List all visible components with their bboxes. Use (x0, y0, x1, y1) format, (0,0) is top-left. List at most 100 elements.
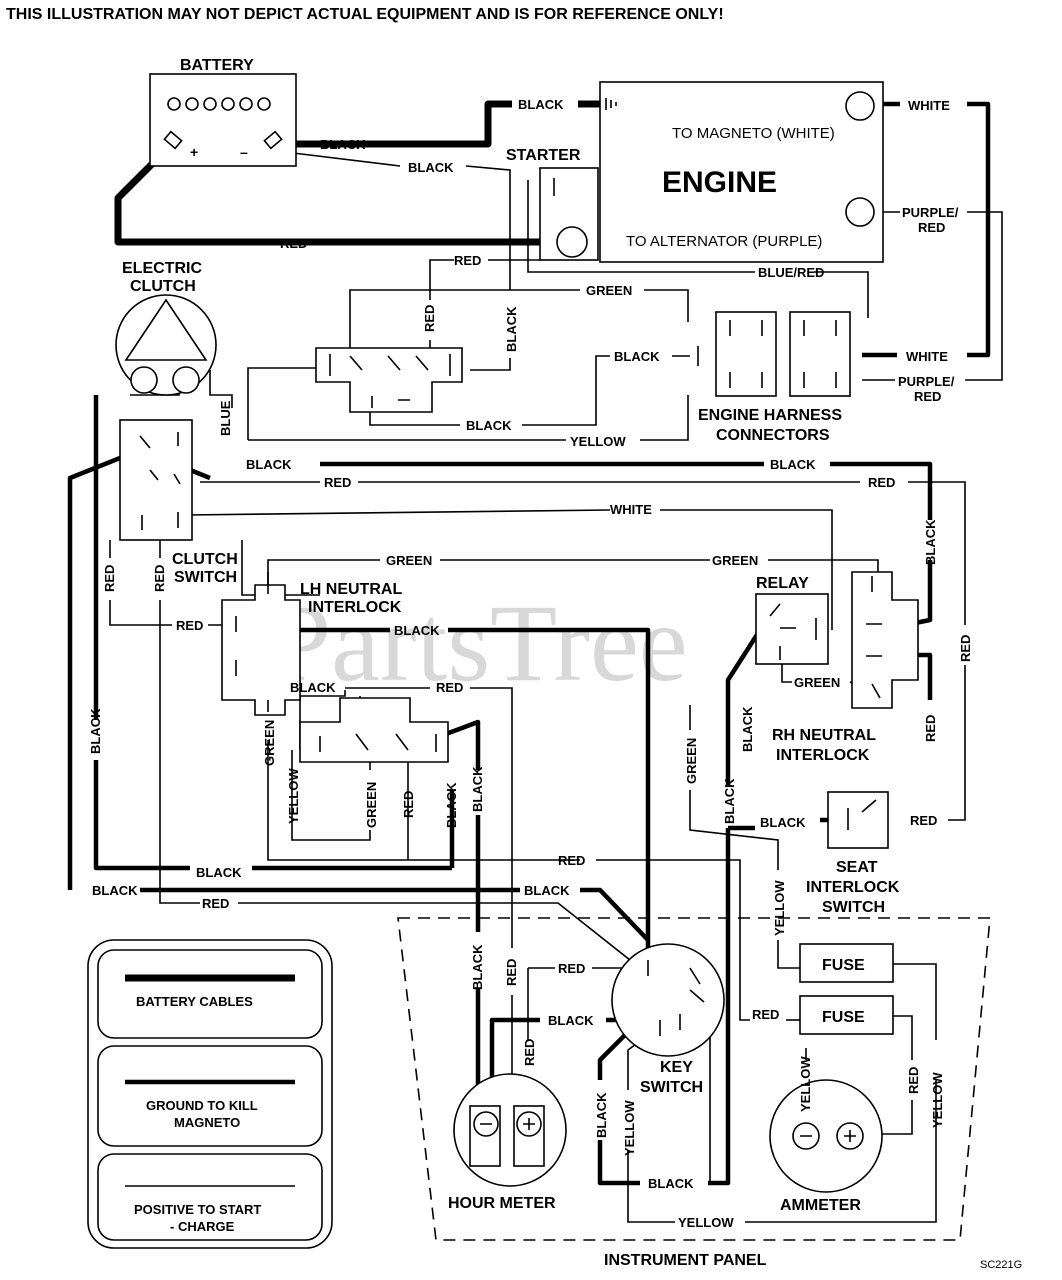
wire-label: BLACK (740, 706, 755, 752)
wire-label: BLACK (594, 1092, 609, 1138)
wire-label: BLACK (92, 883, 138, 898)
hour-meter-label: HOUR METER (448, 1195, 556, 1212)
wire-label: PURPLE/ (898, 374, 955, 389)
wire-label: BLACK (470, 766, 485, 812)
seat-interlock-label-3: SWITCH (822, 899, 885, 916)
instrument-panel-label: INSTRUMENT PANEL (604, 1252, 767, 1269)
wire-label: GREEN (262, 720, 277, 766)
wire-label: RED (906, 1067, 921, 1094)
wire-label: RED (152, 565, 167, 592)
wire-label: RED (176, 618, 203, 633)
watermark: PartsTree (270, 582, 688, 704)
wire-label: BLACK (770, 457, 816, 472)
wire-label: RED (504, 959, 519, 986)
battery-plus-label: + (190, 144, 198, 160)
wire-label: RED (914, 389, 941, 404)
wire-label: GREEN (364, 782, 379, 828)
wire-label: BLACK (466, 418, 512, 433)
wire-label: WHITE (610, 502, 652, 517)
legend-positive-2: - CHARGE (170, 1219, 235, 1234)
wire-label: YELLOW (570, 434, 626, 449)
engine-label: ENGINE (662, 166, 777, 199)
wire-label: BLACK (290, 680, 336, 695)
wire-label: RED (522, 1039, 537, 1066)
wire-label: RED (436, 680, 463, 695)
wire-labels-vertical: RED BLACK BLUE RED RED BLACK RED BLACK G… (88, 305, 973, 1156)
wire-label: RED (910, 813, 937, 828)
wire-label: BLACK (722, 778, 737, 824)
wire-label: YELLOW (798, 1056, 813, 1112)
wire-label: RED (422, 305, 437, 332)
clutch-switch: CLUTCH SWITCH (119, 419, 238, 586)
rh-neutral-interlock: RH NEUTRAL INTERLOCK (772, 571, 919, 764)
wire-label: BLACK (394, 623, 440, 638)
wire-label: BLACK (548, 1013, 594, 1028)
rh-neutral-label-1: RH NEUTRAL (772, 727, 876, 744)
hour-meter: HOUR METER (448, 1073, 567, 1212)
battery-label: BATTERY (180, 57, 254, 74)
wire-label: RED (558, 961, 585, 976)
wire-label: BLACK (246, 457, 292, 472)
wire-label: BLACK (470, 944, 485, 990)
ammeter: AMMETER (769, 1079, 883, 1214)
wire-label: RED (454, 253, 481, 268)
wire-label: RED (918, 220, 945, 235)
wire-label: BLACK (923, 519, 938, 565)
wire-label: WHITE (908, 98, 950, 113)
starter: STARTER (506, 147, 599, 261)
disclaimer-text: THIS ILLUSTRATION MAY NOT DEPICT ACTUAL … (6, 6, 724, 23)
lh-neutral-label-2: INTERLOCK (308, 599, 402, 616)
wire-label: BLACK (196, 865, 242, 880)
clutch-switch-label-1: CLUTCH (172, 551, 238, 568)
seat-interlock-label-1: SEAT (836, 859, 878, 876)
wire-label: BLACK (760, 815, 806, 830)
ammeter-label: AMMETER (780, 1197, 861, 1214)
key-switch: KEY SWITCH (611, 943, 725, 1096)
to-alternator-label: TO ALTERNATOR (PURPLE) (626, 233, 822, 250)
electric-clutch-label-2: CLUTCH (130, 278, 196, 295)
wire-labels-horizontal: BLACK BLACK BLACK WHITE PURPLE/ RED RED … (92, 97, 959, 1230)
seat-interlock-label-2: INTERLOCK (806, 879, 900, 896)
wire-label: GREEN (794, 675, 840, 690)
legend-ground-2: MAGNETO (174, 1115, 240, 1130)
relay: RELAY (755, 575, 829, 665)
wire-label: BLACK (88, 708, 103, 754)
wire-label: GREEN (712, 553, 758, 568)
wire-label: RED (558, 853, 585, 868)
fuse-1-label: FUSE (822, 957, 865, 974)
engine-harness-connectors: ENGINE HARNESS CONNECTORS (697, 311, 851, 444)
wire-label: BLACK (614, 349, 660, 364)
to-magneto-label: TO MAGNETO (WHITE) (672, 125, 835, 142)
wire-label: YELLOW (286, 768, 301, 824)
lh-neutral-label-1: LH NEUTRAL (300, 581, 402, 598)
battery-minus-label: – (240, 144, 248, 160)
instrument-panel: INSTRUMENT PANEL SC221G (397, 917, 1022, 1271)
wire-label: YELLOW (622, 1100, 637, 1156)
wire-label: RED (102, 565, 117, 592)
legend: BATTERY CABLES GROUND TO KILL MAGNETO PO… (87, 939, 333, 1249)
battery-cables (114, 100, 600, 246)
engine-harness-label-2: CONNECTORS (716, 427, 830, 444)
wire-label: WHITE (906, 349, 948, 364)
wire-label: RED (202, 896, 229, 911)
starter-label: STARTER (506, 147, 581, 164)
wire-label: YELLOW (678, 1215, 734, 1230)
wire-label: RED (868, 475, 895, 490)
wire-label: BLUE/RED (758, 265, 824, 280)
wire-label: BLACK (524, 883, 570, 898)
wire-label: BLUE (218, 400, 233, 436)
wire-label: RED (401, 791, 416, 818)
lh-neutral-interlock: LH NEUTRAL INTERLOCK (221, 572, 402, 716)
wire-label: RED (280, 236, 307, 251)
rh-neutral-label-2: INTERLOCK (776, 747, 870, 764)
wire-label: RED (752, 1007, 779, 1022)
fuse-1: FUSE (799, 943, 894, 983)
key-switch-label-1: KEY (660, 1059, 693, 1076)
electric-clutch-label-1: ELECTRIC (122, 260, 202, 277)
wire-label: BLACK (320, 137, 366, 152)
battery: BATTERY + – (149, 57, 297, 167)
wire-label: GREEN (684, 738, 699, 784)
wire-label: RED (958, 635, 973, 662)
key-switch-label-2: SWITCH (640, 1079, 703, 1096)
